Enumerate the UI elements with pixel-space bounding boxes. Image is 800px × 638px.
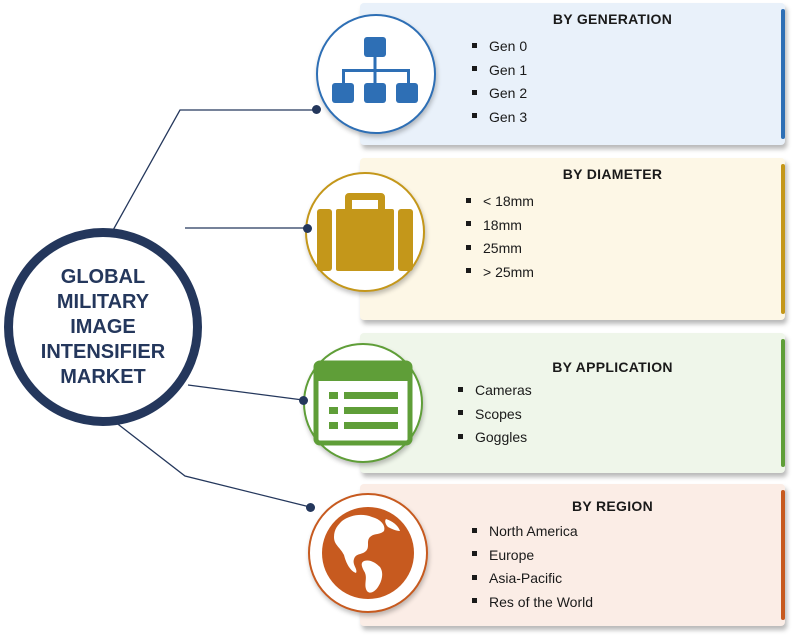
connector-dot (306, 503, 315, 512)
list-item-label: Res of the World (489, 593, 594, 610)
list-item: North America (472, 520, 593, 544)
list-item-label: 25mm (483, 240, 522, 256)
bullet-icon (466, 244, 471, 250)
bullet-icon (466, 197, 471, 203)
card-title: BY GENERATION (552, 11, 673, 27)
bullet-icon (472, 551, 477, 557)
list-item-label: Europe (489, 546, 535, 563)
list-item-label: Gen 1 (489, 61, 528, 78)
connector-application (187, 384, 304, 401)
list-item: Res of the World (472, 591, 593, 615)
card-by-region: BY REGION North America Europe Asia-Paci… (360, 484, 785, 626)
list-item-label: > 25mm (483, 263, 534, 280)
list-item: 25mm (466, 237, 534, 261)
icon-circle-region (308, 493, 428, 613)
bullet-icon (472, 89, 477, 95)
icon-circle-application (303, 343, 423, 463)
segment-list: < 18mm 18mm 25mm > 25mm (466, 190, 534, 284)
list-item: Gen 2 (472, 82, 527, 106)
list-item-label: Scopes (475, 405, 522, 422)
center-title-line: INTENSIFIER (40, 340, 166, 363)
bullet-icon (472, 42, 477, 48)
list-item: 18mm (466, 214, 534, 238)
card-title: BY APPLICATION (552, 359, 673, 375)
center-circle: GLOBAL MILITARY IMAGE INTENSIFIER MARKET (4, 228, 202, 426)
hierarchy-icon (332, 37, 418, 103)
globe-icon (322, 507, 414, 599)
list-item-label: Goggles (475, 429, 528, 445)
card-by-application: BY APPLICATION Cameras Scopes Goggles (360, 333, 785, 473)
card-title: BY DIAMETER (562, 166, 663, 182)
segment-list: Gen 0 Gen 1 Gen 2 Gen 3 (472, 35, 527, 129)
bullet-icon (466, 268, 471, 274)
list-window-icon (313, 360, 413, 446)
list-item-label: Gen 0 (489, 38, 528, 54)
list-item-label: Gen 3 (489, 108, 528, 125)
list-item-label: < 18mm (483, 193, 534, 209)
bullet-icon (472, 113, 477, 119)
segment-list: North America Europe Asia-Pacific Res of… (472, 520, 593, 614)
connector-region (109, 417, 311, 508)
list-item: Scopes (458, 403, 532, 427)
center-title: GLOBAL MILITARY IMAGE INTENSIFIER MARKET (28, 265, 178, 390)
list-item: Gen 1 (472, 59, 527, 83)
list-item-label: 18mm (483, 216, 522, 233)
connector-generation (111, 109, 317, 233)
list-item: Asia-Pacific (472, 567, 593, 591)
connector-dot (312, 105, 321, 114)
list-item: Europe (472, 544, 593, 568)
icon-circle-diameter (305, 172, 425, 292)
card-title: BY REGION (571, 498, 653, 514)
card-by-diameter: BY DIAMETER < 18mm 18mm 25mm > 25mm (360, 158, 785, 320)
center-title-line: GLOBAL (60, 265, 146, 288)
briefcase-icon (317, 193, 413, 271)
list-item: > 25mm (466, 261, 534, 285)
bullet-icon (472, 574, 477, 580)
center-title-line: IMAGE (70, 315, 136, 338)
segment-list: Cameras Scopes Goggles (458, 379, 532, 450)
list-item: Gen 3 (472, 106, 527, 130)
bullet-icon (472, 66, 477, 72)
connector-dot (303, 224, 312, 233)
list-item-label: Cameras (475, 382, 532, 398)
list-item: Goggles (458, 426, 532, 450)
list-item-label: North America (489, 523, 578, 539)
center-title-line: MILITARY (56, 290, 150, 313)
bullet-icon (472, 598, 477, 604)
bullet-icon (466, 221, 471, 227)
connector-dot (299, 396, 308, 405)
list-item: Gen 0 (472, 35, 527, 59)
list-item-label: Gen 2 (489, 85, 528, 101)
list-item: Cameras (458, 379, 532, 403)
bullet-icon (472, 527, 477, 533)
bullet-icon (458, 410, 463, 416)
center-title-line: MARKET (60, 365, 146, 388)
bullet-icon (458, 386, 463, 392)
icon-circle-generation (316, 14, 436, 134)
list-item-label: Asia-Pacific (489, 570, 563, 586)
list-item: < 18mm (466, 190, 534, 214)
bullet-icon (458, 433, 463, 439)
